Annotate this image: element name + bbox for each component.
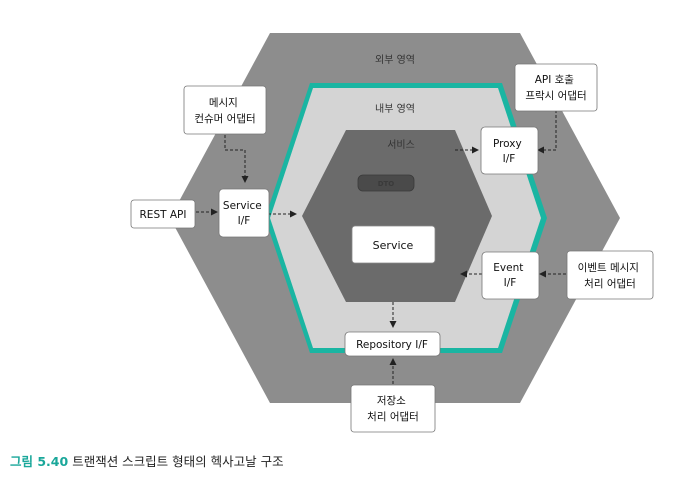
figure-caption-text: 트랜잭션 스크립트 형태의 헥사고날 구조 xyxy=(72,454,284,469)
proxy-if-label: Proxy I/F xyxy=(493,138,525,165)
service-if-box xyxy=(218,188,270,238)
service-box xyxy=(351,225,436,264)
event-if-label: Event I/F xyxy=(493,262,526,289)
message-consumer-line-1: 메시지 xyxy=(209,97,238,109)
proxy-if-line-2: I/F xyxy=(503,153,516,165)
event-if-box xyxy=(481,251,540,300)
dto-chip xyxy=(357,174,415,192)
storage-adapter-line-2: 처리 어댑터 xyxy=(367,411,419,423)
event-if-line-1: Event xyxy=(493,262,523,274)
rest-api-box xyxy=(130,199,196,229)
connectors xyxy=(196,110,566,384)
event-message-adapter-box xyxy=(566,250,654,300)
figure-number: 그림 5.40 xyxy=(10,454,69,469)
connector-api-proxy-to-proxy-if xyxy=(537,110,557,154)
storage-adapter-line-1: 저장소 xyxy=(377,395,406,407)
event-message-line-1: 이벤트 메시지 xyxy=(578,262,639,274)
connector-message-to-service-if xyxy=(224,135,249,183)
service-zone-hexagon xyxy=(302,130,492,302)
storage-adapter-box xyxy=(350,384,436,433)
message-consumer-line-2: 컨슈머 어댑터 xyxy=(194,113,255,125)
event-message-adapter-label: 이벤트 메시지 처리 어댑터 xyxy=(578,262,643,290)
message-consumer-adapter-label: 메시지 컨슈머 어댑터 xyxy=(194,97,255,125)
event-if-line-2: I/F xyxy=(504,277,517,289)
rest-api-label: REST API xyxy=(140,209,187,221)
storage-adapter-label: 저장소 처리 어댑터 xyxy=(367,395,419,423)
api-call-proxy-line-2: 프락시 어댑터 xyxy=(525,90,586,102)
inner-zone-label: 내부 영역 xyxy=(375,103,415,115)
api-call-proxy-adapter-label: API 호출 프락시 어댑터 xyxy=(525,74,586,102)
proxy-if-box xyxy=(480,126,539,175)
service-if-label: Service I/F xyxy=(223,200,265,227)
repository-if-box xyxy=(344,331,441,357)
api-call-proxy-line-1: API 호출 xyxy=(535,74,575,86)
event-message-line-2: 처리 어댑터 xyxy=(584,278,636,290)
service-if-line-2: I/F xyxy=(238,215,251,227)
api-call-proxy-adapter-box xyxy=(514,63,598,112)
service-if-line-1: Service xyxy=(223,200,262,212)
outer-zone-label: 외부 영역 xyxy=(375,54,415,66)
service-zone-label: 서비스 xyxy=(387,139,415,151)
dto-label: DTO xyxy=(378,180,395,188)
proxy-if-line-1: Proxy xyxy=(493,138,522,150)
service-box-label: Service xyxy=(373,239,414,252)
message-consumer-adapter-box xyxy=(183,85,267,135)
repository-if-label: Repository I/F xyxy=(356,339,428,351)
hexagonal-architecture-diagram: 외부 영역 내부 영역 서비스 DTO Service Service I/F … xyxy=(130,33,654,433)
